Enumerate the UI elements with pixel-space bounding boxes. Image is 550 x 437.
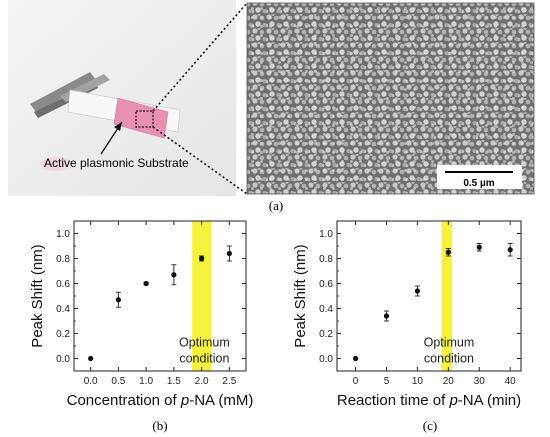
x-axis-label: Reaction time of p-NA (min) bbox=[337, 392, 521, 409]
data-point bbox=[115, 297, 121, 303]
optimum-highlight-band bbox=[441, 221, 453, 371]
data-point bbox=[143, 280, 149, 287]
y-tick-label: 0.4 bbox=[56, 304, 70, 315]
x-axis-label-italic: p bbox=[180, 392, 189, 409]
x-tick-label: 40 bbox=[505, 376, 517, 387]
optimum-annotation: Optimum bbox=[179, 335, 230, 349]
data-point bbox=[226, 250, 232, 257]
scale-bar-label: 0.5 µm bbox=[463, 178, 494, 189]
data-point bbox=[414, 288, 421, 294]
y-tick-label: 0.0 bbox=[56, 354, 70, 365]
x-tick-label: 1.0 bbox=[139, 376, 153, 387]
data-point bbox=[171, 272, 177, 278]
optimum-annotation: Optimum bbox=[424, 335, 475, 349]
data-point bbox=[199, 255, 205, 262]
x-axis-label-prefix: Reaction time of bbox=[337, 392, 450, 409]
x-tick-label: 30 bbox=[474, 376, 486, 387]
y-tick-label: 0.8 bbox=[56, 254, 70, 265]
y-tick-label: 0.6 bbox=[56, 279, 70, 290]
y-tick-label: 0.6 bbox=[319, 279, 333, 290]
y-tick-label: 0.0 bbox=[319, 354, 333, 365]
sem-micrograph: 0.5 µm bbox=[246, 2, 535, 195]
x-axis-label-suffix: -NA (min) bbox=[458, 392, 521, 409]
y-axis-label: Peak Shift (nm) bbox=[292, 244, 309, 347]
y-tick-label: 0.8 bbox=[319, 254, 333, 265]
y-tick-label: 1.0 bbox=[56, 229, 70, 240]
optimum-annotation: condition bbox=[179, 352, 229, 366]
data-point bbox=[476, 244, 482, 250]
x-tick-label: 20 bbox=[443, 376, 455, 387]
y-tick-label: 0.2 bbox=[56, 329, 70, 340]
x-tick-label: 1.5 bbox=[167, 376, 181, 387]
x-axis-label-prefix: Concentration of bbox=[67, 392, 181, 409]
x-axis-label-suffix: -NA (mM) bbox=[189, 392, 253, 409]
optimum-highlight-band bbox=[192, 221, 212, 371]
y-tick-label: 1.0 bbox=[319, 229, 333, 240]
panel-a-label: (a) bbox=[269, 198, 283, 213]
x-tick-label: 0.5 bbox=[111, 376, 125, 387]
data-point bbox=[352, 355, 359, 362]
chart-reaction-time: 0.0 0.2 0.4 0.6 0.8 1.0 0 5 10 20 30 40 Optimum condi… bbox=[292, 220, 522, 433]
chart-concentration: 0.0 0.2 0.4 0.6 0.8 1.0 0.0 0.5 1.0 1.5 2.0 2.5 Opti… bbox=[29, 220, 254, 433]
optimum-annotation: condition bbox=[424, 352, 474, 366]
data-point bbox=[445, 249, 451, 255]
data-point bbox=[383, 313, 390, 319]
zoom-connector-top bbox=[152, 2, 248, 112]
data-point bbox=[507, 247, 513, 253]
x-axis-label-italic: p bbox=[448, 392, 457, 409]
x-axis-label: Concentration of p-NA (mM) bbox=[67, 392, 254, 409]
scale-bar: 0.5 µm bbox=[437, 165, 522, 189]
x-tick-label: 0.0 bbox=[84, 376, 98, 387]
y-tick-label: 0.4 bbox=[319, 304, 333, 315]
x-tick-label: 0 bbox=[353, 376, 359, 387]
panel-label: (c) bbox=[423, 418, 437, 433]
substrate-photo: Active plasmonic Substrate bbox=[8, 0, 236, 196]
photo-annotation: Active plasmonic Substrate bbox=[44, 156, 189, 170]
x-tick-label: 5 bbox=[384, 376, 390, 387]
y-axis-label: Peak Shift (nm) bbox=[29, 244, 46, 347]
data-point bbox=[88, 355, 94, 362]
y-tick-label: 0.2 bbox=[319, 329, 333, 340]
zoom-connector-bottom bbox=[152, 126, 248, 195]
x-tick-label: 2.0 bbox=[195, 376, 209, 387]
panel-label: (b) bbox=[152, 418, 167, 433]
zoom-region-box bbox=[135, 110, 154, 128]
x-tick-label: 10 bbox=[412, 376, 424, 387]
x-tick-label: 2.5 bbox=[222, 376, 236, 387]
